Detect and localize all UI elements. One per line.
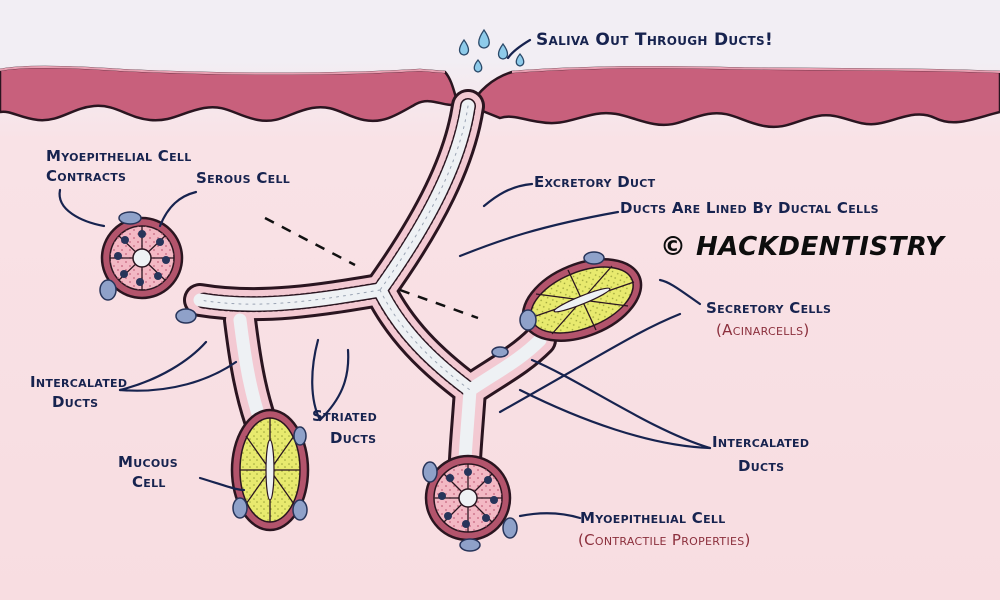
myoepithelial-contracts-label-line1: Myoepithelial Cell xyxy=(46,147,192,165)
mucous-cell-label-line1: Mucous xyxy=(118,453,178,471)
mucous-acinus-left xyxy=(230,408,310,532)
saliva-drops-icon xyxy=(458,28,525,73)
intercalated-ducts-left-label-line1: Intercalated xyxy=(30,373,128,391)
striated-ducts-label-line1: Striated xyxy=(312,407,378,425)
mucous-acinus-right xyxy=(491,251,643,358)
secretory-cells-label: Secretory Cells xyxy=(706,299,832,317)
excretory-duct-label: Excretory Duct xyxy=(534,173,656,191)
duct-system xyxy=(183,89,557,477)
myoepithelial-contracts-label-line2: Contracts xyxy=(46,167,127,185)
section-dashes xyxy=(264,216,479,320)
ducts-lined-label: Ducts Are Lined By Ductal Cells xyxy=(620,199,879,217)
contractile-properties-label: (Contractile Properties) xyxy=(578,531,751,549)
serous-acinus-top-left xyxy=(99,211,197,324)
acinar-cells-label: (Acinarcells) xyxy=(716,321,810,339)
intercalated-ducts-right-label-line2: Ducts xyxy=(738,457,785,475)
intercalated-ducts-right-label-line1: Intercalated xyxy=(712,433,810,451)
hackdentistry-watermark: © HACKDENTISTRY xyxy=(660,232,945,262)
leader-lines xyxy=(58,38,712,520)
oral-mucosa xyxy=(0,65,1000,129)
saliva-out-label: Saliva Out Through Ducts! xyxy=(536,30,773,50)
serous-acinus-bottom-right xyxy=(422,454,518,552)
intercalated-ducts-left-label-line2: Ducts xyxy=(52,393,99,411)
mucous-cell-label-line2: Cell xyxy=(132,473,166,491)
myoepithelial-cell-label: Myoepithelial Cell xyxy=(580,509,726,527)
serous-cell-label: Serous Cell xyxy=(196,169,291,187)
striated-ducts-label-line2: Ducts xyxy=(330,429,377,447)
